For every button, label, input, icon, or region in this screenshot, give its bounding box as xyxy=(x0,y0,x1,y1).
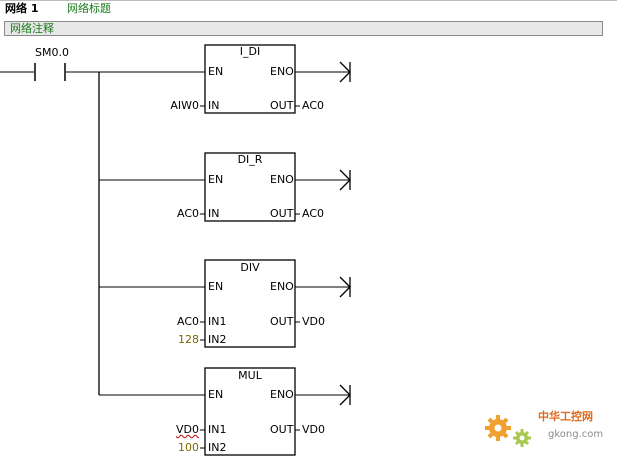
gkong-watermark-logo xyxy=(485,415,531,447)
pin-en: EN xyxy=(208,173,224,186)
network-title[interactable]: 网络标题 xyxy=(67,2,111,15)
constant-in2[interactable]: 100 xyxy=(178,441,199,454)
operand-out[interactable]: VD0 xyxy=(302,315,325,328)
block-i-di[interactable] xyxy=(204,44,296,114)
operand-in1-flagged[interactable]: VD0 xyxy=(176,423,199,436)
network-label[interactable]: 网络 1 xyxy=(5,2,39,15)
pin-eno: ENO xyxy=(270,65,294,78)
pin-eno: ENO xyxy=(270,280,294,293)
gear-icon xyxy=(485,415,511,441)
eno-output-1 xyxy=(295,61,351,83)
pin-out: OUT xyxy=(270,207,294,220)
operand-in[interactable]: AIW0 xyxy=(170,99,199,112)
operand-out[interactable]: AC0 xyxy=(302,99,325,112)
pin-eno: ENO xyxy=(270,173,294,186)
network-comment: 网络注释 xyxy=(10,22,54,35)
pin-out: OUT xyxy=(270,315,294,328)
block-mul[interactable] xyxy=(204,367,296,456)
pin-in2: IN2 xyxy=(208,333,227,346)
block-title: DI_R xyxy=(237,153,263,166)
contact-sm0-0[interactable] xyxy=(34,63,66,81)
block-title: DIV xyxy=(240,261,260,274)
pin-en: EN xyxy=(208,65,224,78)
eno-output-2 xyxy=(295,169,351,191)
pin-en: EN xyxy=(208,280,224,293)
pin-out: OUT xyxy=(270,99,294,112)
operand-in1[interactable]: AC0 xyxy=(176,315,199,328)
pin-en: EN xyxy=(208,388,224,401)
constant-in2[interactable]: 128 xyxy=(178,333,199,346)
watermark-text: 中华工控网 xyxy=(538,410,593,423)
eno-output-3 xyxy=(295,276,351,298)
operand-out[interactable]: AC0 xyxy=(302,207,325,220)
operand-in[interactable]: AC0 xyxy=(176,207,199,220)
watermark-url: gkong.com xyxy=(548,429,604,440)
operand-out[interactable]: VD0 xyxy=(302,423,325,436)
contact-label[interactable]: SM0.0 xyxy=(35,46,69,59)
block-di-r[interactable] xyxy=(204,152,296,222)
small-gear-icon xyxy=(513,429,531,447)
block-title: MUL xyxy=(238,369,262,382)
block-title: I_DI xyxy=(239,45,261,58)
pin-in1: IN1 xyxy=(208,423,227,436)
header-divider xyxy=(0,0,617,1)
eno-output-4 xyxy=(295,384,351,406)
pin-in1: IN1 xyxy=(208,315,227,328)
pin-in2: IN2 xyxy=(208,441,227,454)
pin-in: IN xyxy=(208,99,220,112)
pin-eno: ENO xyxy=(270,388,294,401)
network-comment-bar[interactable]: 网络注释 xyxy=(4,21,603,36)
pin-out: OUT xyxy=(270,423,294,436)
block-div[interactable] xyxy=(204,259,296,348)
pin-in: IN xyxy=(208,207,220,220)
